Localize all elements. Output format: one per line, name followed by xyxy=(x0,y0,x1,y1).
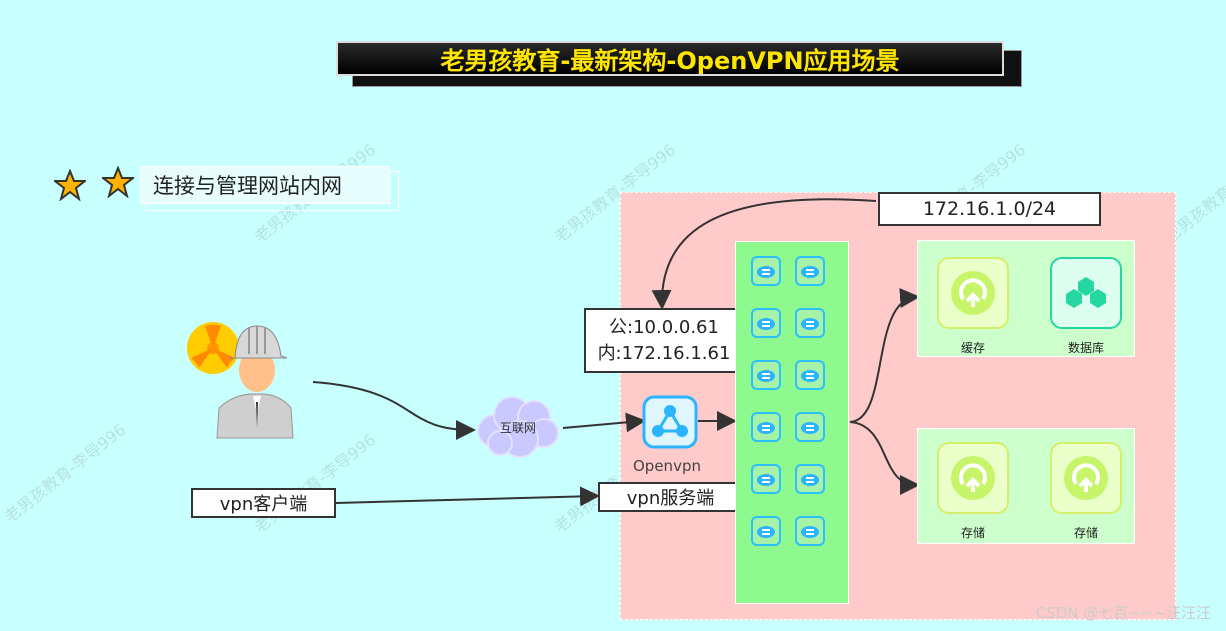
database-icon xyxy=(1066,277,1106,308)
star-icon xyxy=(54,169,86,201)
storage-caption-2: 存储 xyxy=(1073,526,1098,540)
vpn-server-label: vpn服务端 xyxy=(598,482,743,512)
csdn-watermark: CSDN @七百~~~汪汪汪 xyxy=(1035,604,1211,622)
page-title: 老男孩教育-最新架构-OpenVPN应用场景 xyxy=(336,41,1004,76)
openvpn-icon xyxy=(642,395,698,449)
ip-label: 公:10.0.0.61 内:172.16.1.61 xyxy=(584,308,744,373)
storage-caption-1: 存储 xyxy=(960,526,985,540)
subtitle: 连接与管理网站内网 xyxy=(140,166,390,204)
server-icon xyxy=(795,412,825,442)
rack-to-top-panel-line xyxy=(849,288,920,423)
cache-caption: 缓存 xyxy=(960,341,985,355)
database-tile xyxy=(1050,257,1122,329)
admin-user-icon xyxy=(187,322,294,439)
internet-cloud-icon xyxy=(477,396,559,458)
storage-icon xyxy=(951,456,995,500)
storage-tile-2 xyxy=(1050,442,1122,514)
server-icon xyxy=(795,360,825,390)
storage-icon xyxy=(1064,456,1108,500)
server-icon xyxy=(751,464,781,494)
server-icon xyxy=(795,464,825,494)
server-icon xyxy=(751,256,781,286)
server-icon xyxy=(795,256,825,286)
client-to-server-line xyxy=(335,486,600,507)
server-icon xyxy=(751,412,781,442)
storage-tile-1 xyxy=(937,442,1009,514)
database-caption: 数据库 xyxy=(1067,341,1104,355)
server-icon xyxy=(751,516,781,546)
subnet-label: 172.16.1.0/24 xyxy=(878,192,1101,226)
server-icon xyxy=(795,516,825,546)
public-ip: 公:10.0.0.61 xyxy=(609,316,719,338)
internal-ip: 内:172.16.1.61 xyxy=(597,342,731,364)
server-icon xyxy=(795,308,825,338)
rack-to-bottom-panel-line xyxy=(849,421,920,495)
internet-label: 互联网 xyxy=(500,421,537,435)
openvpn-label: Openvpn xyxy=(633,457,701,475)
server-icon xyxy=(751,360,781,390)
internet-to-openvpn-line xyxy=(562,412,646,433)
cache-tile xyxy=(937,257,1009,329)
subnet-to-ip-line xyxy=(651,198,877,310)
user-to-internet-line xyxy=(312,381,476,440)
cache-icon xyxy=(951,271,995,315)
server-icon xyxy=(751,308,781,338)
star-icon xyxy=(102,166,134,198)
vpn-client-label: vpn客户端 xyxy=(191,488,336,518)
